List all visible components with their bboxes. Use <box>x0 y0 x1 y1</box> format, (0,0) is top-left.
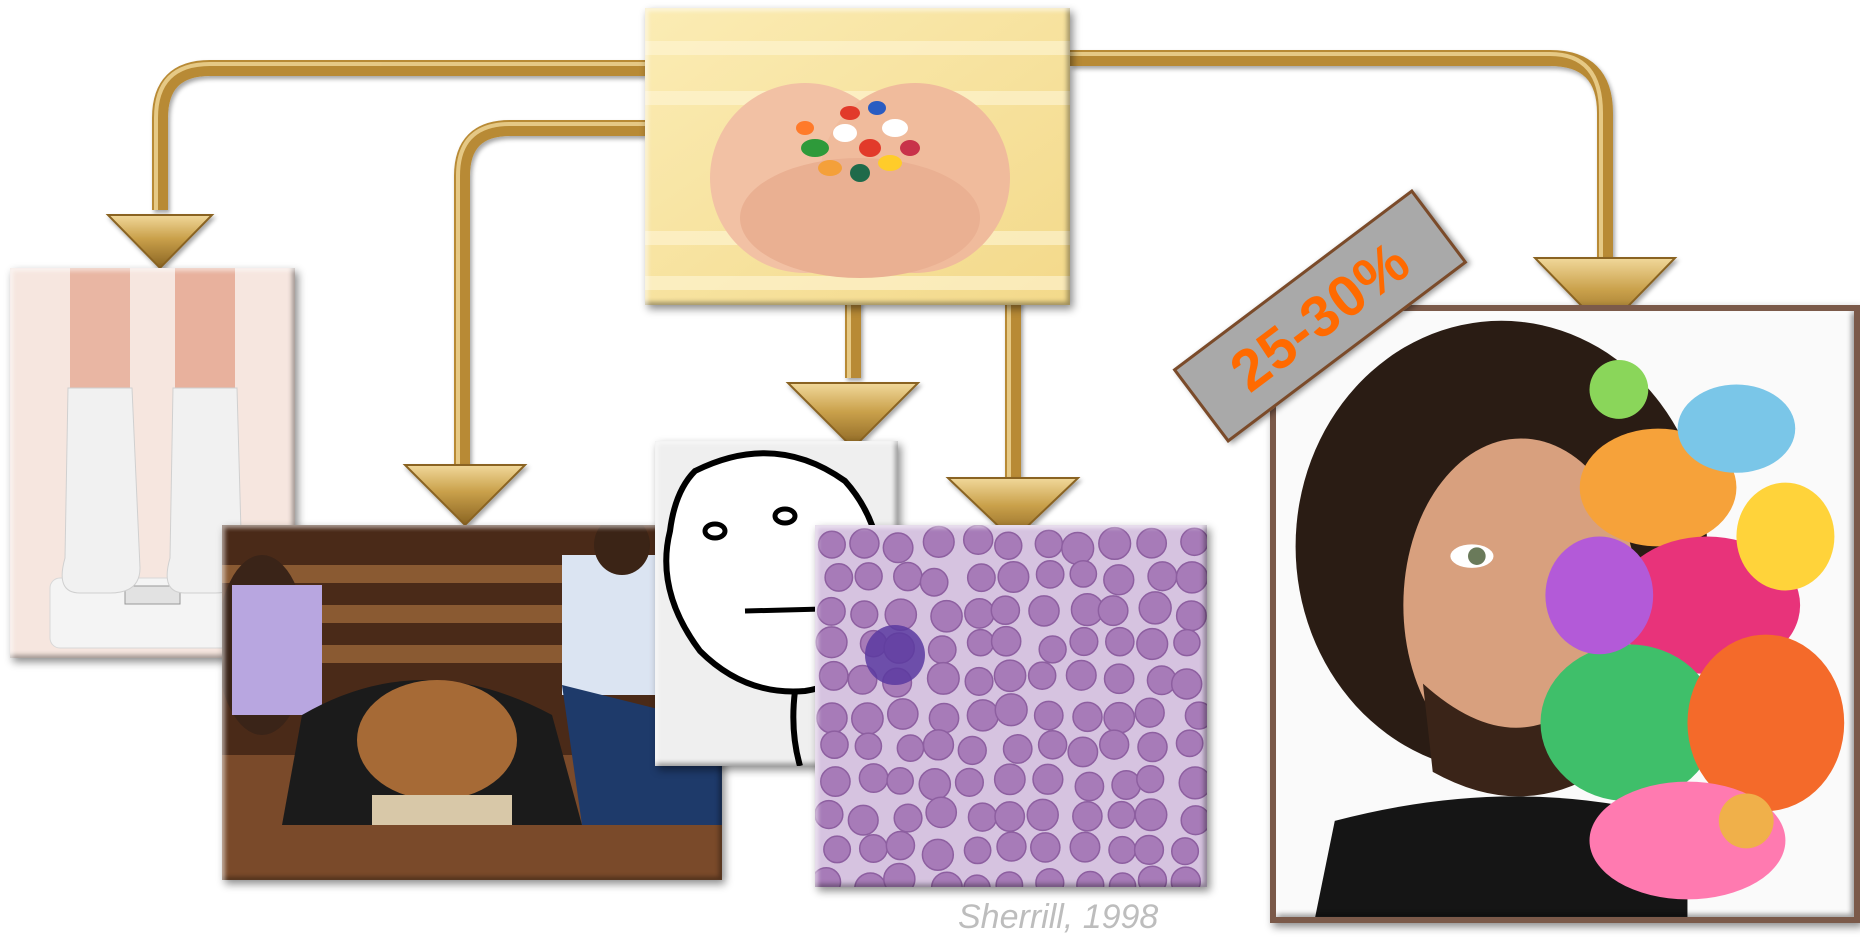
citation-text: Sherrill, 1998 <box>958 898 1158 937</box>
blood-smear-photo <box>815 525 1207 887</box>
psychedelic-man-photo <box>1270 305 1860 923</box>
pills-in-hands-photo <box>645 8 1070 305</box>
sleeping-student-photo <box>222 525 722 880</box>
